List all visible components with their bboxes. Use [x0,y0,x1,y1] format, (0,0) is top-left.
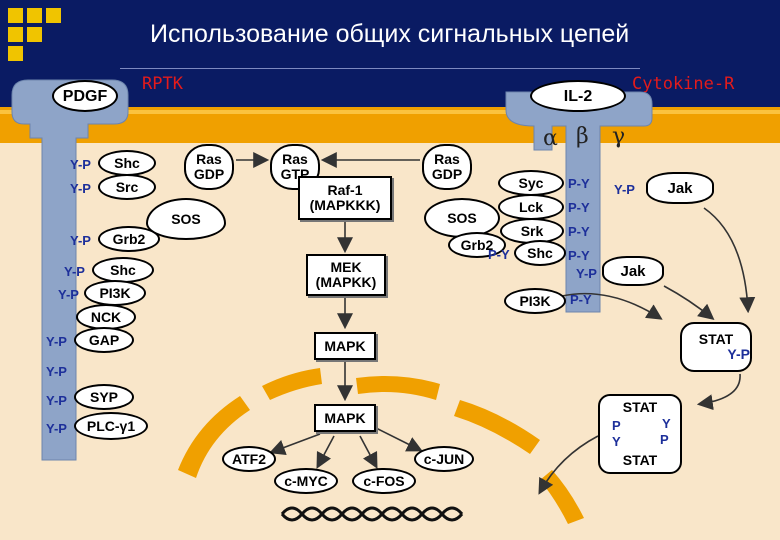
phospho-tyrosine-label: Y-P [727,346,750,362]
ras-gdp-left: Ras GDP [184,144,234,190]
ligand-il-2: IL-2 [530,80,626,112]
rptk-label: RPTK [142,74,183,94]
target-atf2: ATF2 [222,446,276,472]
dimer-phospho-p-left: P [612,418,621,433]
rptk-receptor-body [11,79,129,461]
ras-gdp-right: Ras GDP [422,144,472,190]
phospho-tyrosine-label: P-Y [488,247,510,262]
adapter-pi3k: PI3K [84,280,146,306]
nuclear-envelope-segment [540,470,584,524]
grb2-right: Grb2 [448,232,506,258]
logo-square [27,8,42,23]
adapter-shc: Shc [92,257,154,283]
adapter-syc: Syc [498,170,564,196]
phospho-tyrosine-label: Y-P [46,421,67,436]
arrow-mapk-to-atf2 [269,433,321,455]
phospho-tyrosine-label: P-Y [568,224,590,239]
phospho-tyrosine-label: P-Y [568,248,590,263]
phospho-tyrosine-label: Y-P [70,181,91,196]
logo-square [8,27,23,42]
phospho-tyrosine-label: Y-P [70,233,91,248]
stat-dimer-top-label: STAT [622,399,658,415]
phospho-tyrosine-label: Y-P [58,287,79,302]
raf-1-mapkkk: Raf-1 (MAPKKK) [298,176,392,220]
stat-dimer: STAT STAT [598,394,682,474]
logo-square [46,8,61,23]
stat-label: STAT [698,331,734,347]
arrow-dimer-to-nucleus [538,435,599,495]
adapter-plc-gamma1: PLC-γ1 [74,412,148,440]
dna-helix [280,506,464,522]
adapter-nck: NCK [76,304,136,330]
logo-square [8,8,23,23]
subunit-beta: β [576,124,589,149]
arrow-mapk-to-cmyc [316,435,335,469]
mapk-nucleus: MAPK [314,404,376,432]
phospho-tyrosine-label: Y-P [46,393,67,408]
logo-square [27,27,42,42]
phospho-tyrosine-label: P-Y [568,176,590,191]
nuclear-envelope-segment [454,400,540,454]
adapter-syp: SYP [74,384,134,410]
phospho-tyrosine-label: Y-P [614,182,635,197]
subunit-alpha: α [543,126,558,151]
rptk-receptor [11,79,129,461]
signal-arrows [236,152,756,495]
adapter-pi3k-cytokine: PI3K [504,288,566,314]
dimer-phospho-p-right: P [660,432,669,447]
stat-phosphorylated: STAT Y-P [680,322,752,372]
arrow-stat-to-dimer [696,373,741,411]
phospho-tyrosine-label: P-Y [568,200,590,215]
cytokine-receptor-body [505,91,653,313]
target-c-myc: c-MYC [274,468,338,494]
mapk-cytoplasm: MAPK [314,332,376,360]
ras-gtp: Ras GTP [270,144,320,190]
ligand-pdgf: PDGF [52,80,118,112]
logo-square [8,46,23,61]
adapter-shc-cytokine: Shc [514,240,566,266]
phospho-tyrosine-label: Y-P [70,157,91,172]
phospho-tyrosine-label: P-Y [570,292,592,307]
nuclear-envelope-segment [262,368,322,400]
nuclear-envelope [178,368,584,524]
header-rule [120,68,640,69]
nuclear-envelope-segment [356,376,440,400]
adapter-gap: GAP [74,327,134,353]
kinase-jak-bottom: Jak [602,256,664,286]
adapter-src: Src [98,174,156,200]
phospho-tyrosine-label: Y-P [576,266,597,281]
arrow-mapk-to-cjun [375,427,423,452]
adapter-lck: Lck [498,194,564,220]
arrow-pi3k-to-stat [561,292,663,320]
slide-header [0,0,780,108]
sos-left: SOS [146,198,226,240]
mek-mapkk: MEK (MAPKK) [306,254,386,296]
sos-right: SOS [424,198,500,238]
phospho-tyrosine-label: Y-P [46,334,67,349]
cytokine-receptor [505,91,653,313]
arrow-jak-lower-to-stat [663,285,715,321]
phospho-tyrosine-label: Y-P [64,264,85,279]
dimer-phospho-y-right: Y [662,416,671,431]
slide-title: Использование общих сигнальных цепей [150,20,630,48]
cytokine-receptor-label: Cytokine-R [632,74,735,94]
subunit-gamma: γ [612,124,626,149]
membrane-highlight [0,110,780,114]
dimer-phospho-y-left: Y [612,434,621,449]
adapter-shc: Shc [98,150,156,176]
target-c-fos: c-FOS [352,468,416,494]
target-c-jun: c-JUN [414,446,474,472]
nuclear-envelope-segment [178,396,250,478]
arrow-mapk-to-cfos [359,435,378,469]
phospho-tyrosine-label: Y-P [46,364,67,379]
stat-dimer-bottom-label: STAT [622,452,658,468]
kinase-jak-top: Jak [646,172,714,204]
arrow-jak-to-stat [703,207,756,314]
